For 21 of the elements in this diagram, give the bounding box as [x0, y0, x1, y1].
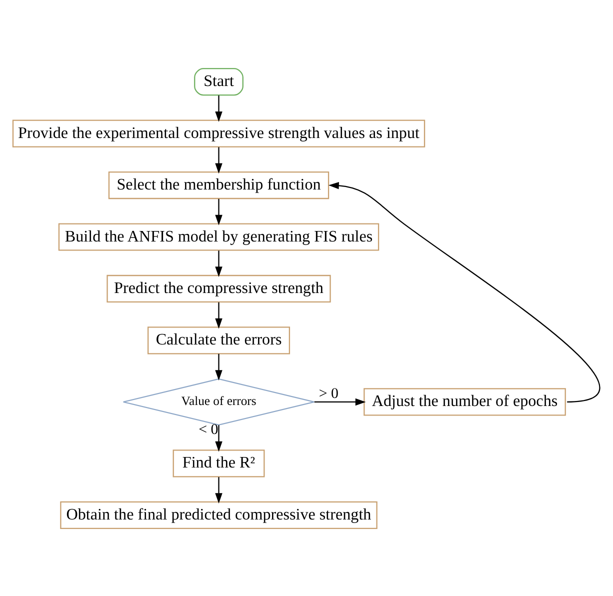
node-diamond: Value of errors [122, 378, 315, 426]
node-box: Select the membership function [108, 170, 330, 199]
node-box: Start [194, 68, 244, 96]
arrow [215, 353, 222, 380]
arrow [314, 398, 366, 406]
node-box: Find the R² [172, 449, 265, 477]
arrow [215, 302, 222, 328]
arrow [215, 146, 222, 174]
node-box: Build the ANFIS model by generating FIS rules [58, 222, 380, 250]
node-box: Obtain the final predicted compressive strength [60, 500, 378, 528]
arrow [215, 476, 222, 503]
arrow [215, 250, 222, 277]
arrow [328, 181, 600, 402]
arrow [215, 94, 222, 122]
node-box: Provide the experimental compressive strength values as input [12, 119, 426, 147]
arrow [215, 198, 222, 225]
node-box: Predict the compressive strength [106, 274, 331, 302]
edge-label: > 0 [318, 385, 338, 402]
node-box: Calculate the errors [148, 326, 290, 354]
node-box: Adjust the number of epochs [364, 388, 566, 416]
arrow [215, 424, 222, 452]
